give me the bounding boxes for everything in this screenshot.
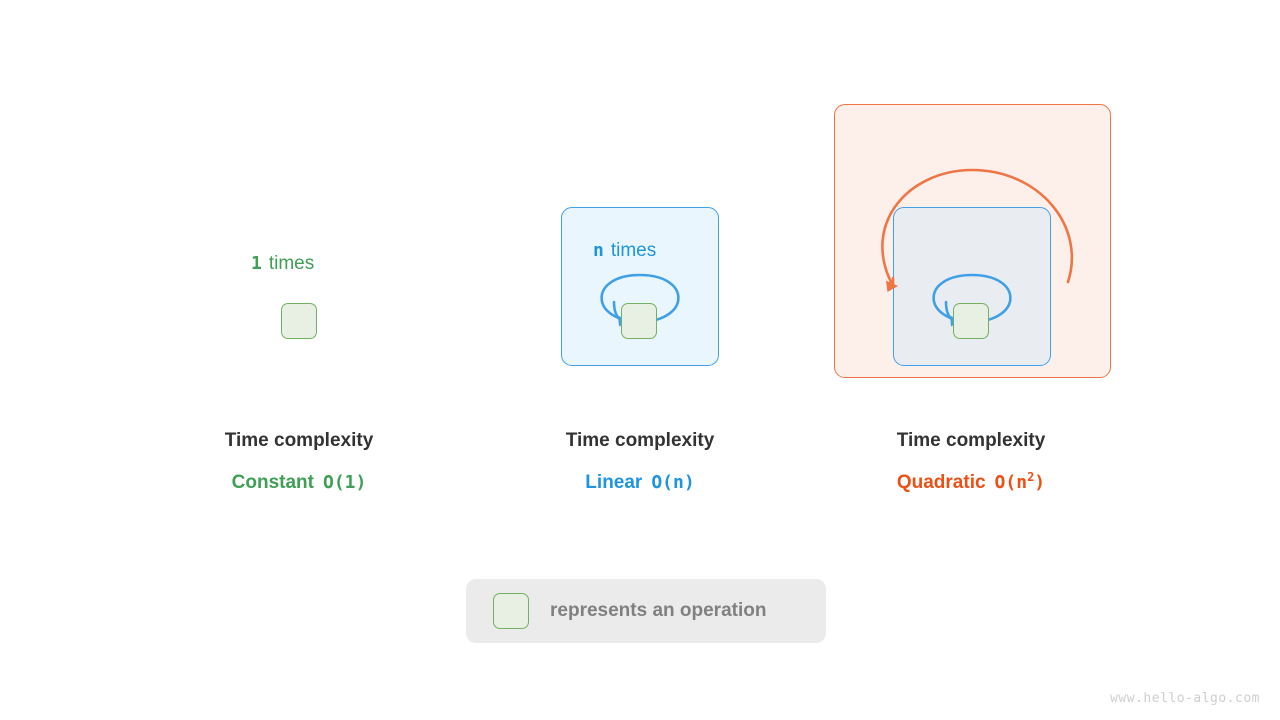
legend-label: represents an operation xyxy=(550,600,767,621)
constant-times-count: 1 xyxy=(251,253,262,274)
operation-square xyxy=(621,303,657,339)
linear-times-count: n xyxy=(593,240,604,261)
watermark: www.hello-algo.com xyxy=(1110,691,1260,706)
linear-caption-value: Linear O(n) xyxy=(566,473,715,492)
linear-caption: Time complexity Linear O(n) xyxy=(566,431,715,492)
quadratic-bigo-exponent: 2 xyxy=(1027,470,1035,484)
linear-caption-title: Time complexity xyxy=(565,430,715,451)
constant-caption-title: Time complexity xyxy=(224,430,374,451)
quadratic-bigo-base: O(n xyxy=(994,472,1028,493)
constant-times-label: 1 times xyxy=(251,254,314,273)
constant-times-word: times xyxy=(268,253,315,274)
quadratic-complexity-word: Quadratic xyxy=(896,472,986,493)
constant-complexity-word: Constant xyxy=(231,472,314,493)
constant-caption: Time complexity Constant O(1) xyxy=(225,431,374,492)
linear-loop-box xyxy=(561,207,719,366)
linear-complexity-word: Linear xyxy=(585,472,643,493)
quadratic-caption-title: Time complexity xyxy=(896,430,1046,451)
legend: represents an operation xyxy=(466,579,826,643)
operation-square xyxy=(281,303,317,339)
constant-caption-value: Constant O(1) xyxy=(225,473,374,492)
quadratic-complexity-bigo: O(n2) xyxy=(994,470,1046,493)
quadratic-bigo-close: ) xyxy=(1034,472,1046,493)
quadratic-caption: Time complexity Quadratic O(n2) xyxy=(897,431,1046,492)
linear-times-word: times xyxy=(610,240,657,261)
constant-complexity-bigo: O(1) xyxy=(322,472,367,493)
quadratic-inner-loop-box xyxy=(893,207,1051,366)
operation-square xyxy=(953,303,989,339)
legend-operation-square xyxy=(493,593,529,629)
linear-complexity-bigo: O(n) xyxy=(651,472,695,493)
quadratic-caption-value: Quadratic O(n2) xyxy=(896,470,1046,493)
